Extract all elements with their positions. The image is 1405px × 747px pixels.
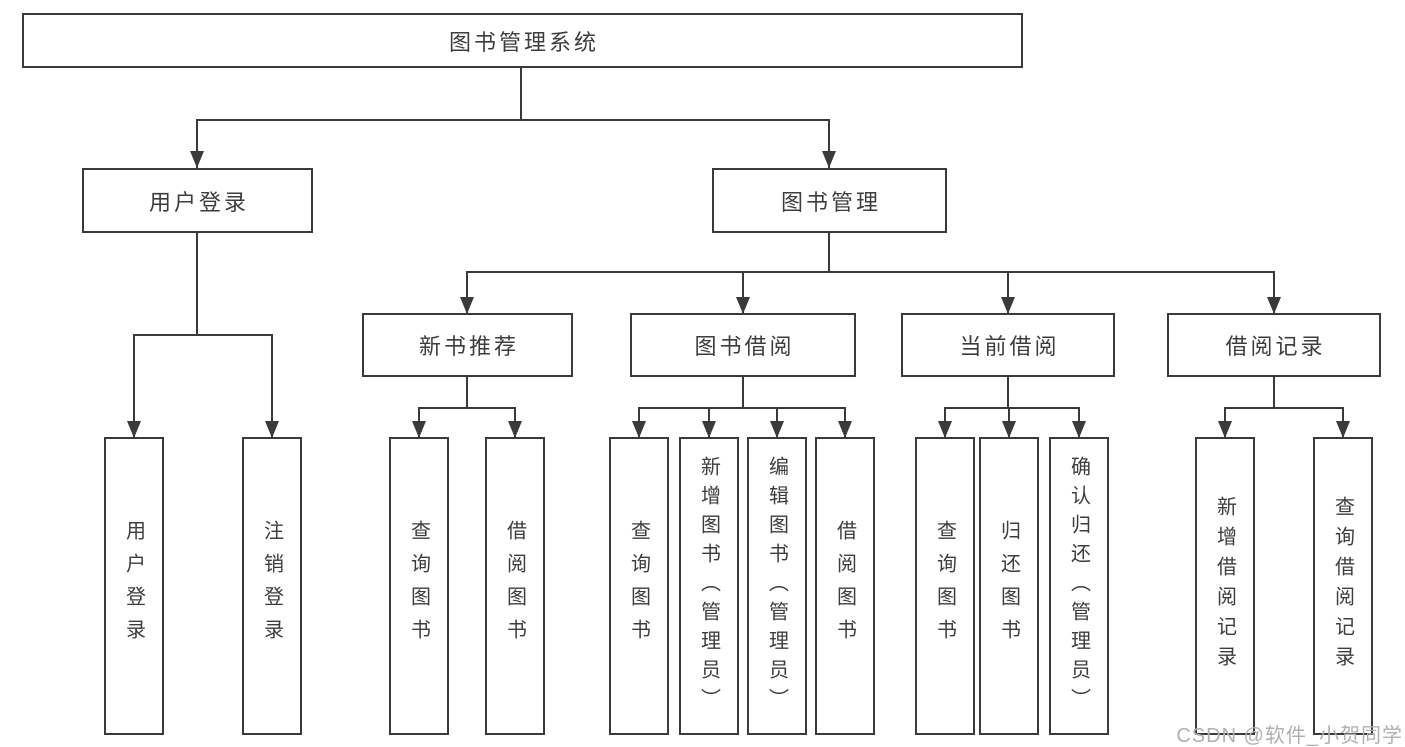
connector-line xyxy=(520,68,522,121)
arrow-down-icon xyxy=(702,421,716,438)
node-book-management: 图书管理 xyxy=(712,168,947,233)
node-new-book-recommend: 新书推荐 xyxy=(362,313,573,377)
leaf-borrow-books-recommend: 借阅图书 xyxy=(485,437,545,735)
connector-line xyxy=(944,407,1080,409)
arrow-down-icon xyxy=(1001,297,1015,314)
leaf-user-login: 用户登录 xyxy=(104,437,164,735)
arrow-down-icon xyxy=(1072,421,1086,438)
node-book-borrow: 图书借阅 xyxy=(630,313,856,377)
connector-line xyxy=(742,377,744,409)
leaf-query-books-recommend: 查询图书 xyxy=(389,437,449,735)
connector-line xyxy=(196,119,830,121)
leaf-query-books-borrow: 查询图书 xyxy=(609,437,669,735)
connector-line xyxy=(828,233,830,273)
arrow-down-icon xyxy=(838,421,852,438)
connector-line xyxy=(466,377,468,409)
connector-line xyxy=(1273,271,1275,314)
node-user-login: 用户登录 xyxy=(82,168,313,233)
leaf-logout: 注销登录 xyxy=(242,437,302,735)
arrow-down-icon xyxy=(632,421,646,438)
leaf-add-book-admin: 新增图书（管理员） xyxy=(679,437,739,735)
arrow-down-icon xyxy=(412,421,426,438)
arrow-down-icon xyxy=(1336,421,1350,438)
connector-line xyxy=(466,271,468,314)
arrow-down-icon xyxy=(736,297,750,314)
arrow-down-icon xyxy=(938,421,952,438)
leaf-return-book: 归还图书 xyxy=(979,437,1039,735)
connector-line xyxy=(271,334,273,438)
leaf-borrow-books: 借阅图书 xyxy=(815,437,875,735)
connector-line xyxy=(418,407,516,409)
connector-line xyxy=(133,334,135,438)
leaf-query-borrow-record: 查询借阅记录 xyxy=(1313,437,1373,735)
arrow-down-icon xyxy=(1002,421,1016,438)
arrow-down-icon xyxy=(1267,297,1281,314)
connector-line xyxy=(1007,377,1009,409)
leaf-add-borrow-record: 新增借阅记录 xyxy=(1195,437,1255,735)
connector-line xyxy=(638,407,846,409)
arrow-down-icon xyxy=(265,421,279,438)
connector-line xyxy=(133,334,273,336)
leaf-edit-book-admin: 编辑图书（管理员） xyxy=(747,437,807,735)
arrow-down-icon xyxy=(1218,421,1232,438)
watermark: CSDN @软件_小贺同学 xyxy=(1176,725,1403,747)
node-root: 图书管理系统 xyxy=(22,13,1023,68)
arrow-down-icon xyxy=(127,421,141,438)
arrow-down-icon xyxy=(770,421,784,438)
connector-line xyxy=(196,119,198,169)
connector-line xyxy=(1224,407,1344,409)
connector-line xyxy=(1273,377,1275,409)
leaf-confirm-return-admin: 确认归还（管理员） xyxy=(1049,437,1109,735)
node-current-borrow: 当前借阅 xyxy=(901,313,1115,377)
arrow-down-icon xyxy=(822,151,836,168)
arrow-down-icon xyxy=(190,151,204,168)
arrow-down-icon xyxy=(508,421,522,438)
arrow-down-icon xyxy=(460,297,474,314)
connector-line xyxy=(196,233,198,336)
connector-line xyxy=(828,119,830,169)
connector-line xyxy=(742,271,744,314)
node-borrow-records: 借阅记录 xyxy=(1167,313,1381,377)
connector-line xyxy=(466,271,1275,273)
leaf-query-books-current: 查询图书 xyxy=(915,437,975,735)
connector-line xyxy=(1007,271,1009,314)
